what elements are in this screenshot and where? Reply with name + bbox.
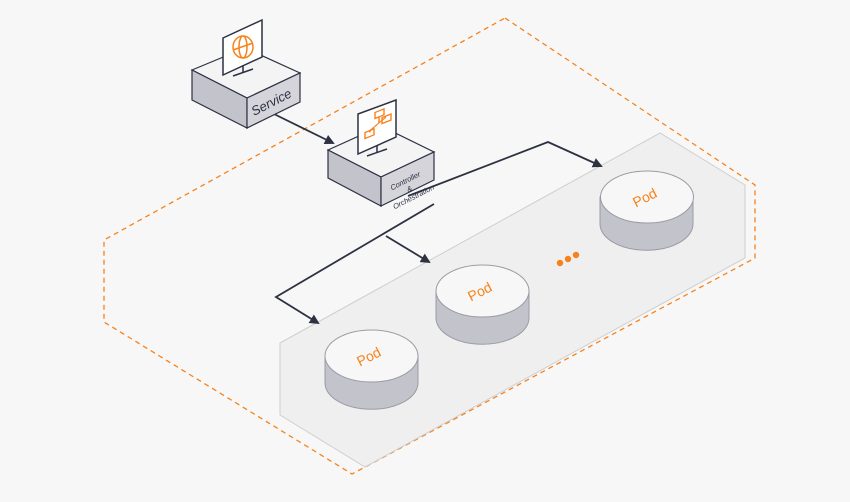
pod-3: Pod bbox=[599, 170, 694, 251]
hierarchy-icon bbox=[364, 107, 392, 140]
service-node: Service bbox=[190, 18, 302, 129]
pod-1: Pod bbox=[324, 329, 419, 410]
service-to-controller-arrow bbox=[273, 113, 335, 144]
controller-to-pod2-arrow bbox=[385, 235, 431, 264]
pod-2: Pod bbox=[435, 264, 530, 345]
controller-label-line2: & bbox=[405, 184, 414, 194]
globe-icon bbox=[232, 35, 254, 59]
monitor-icon bbox=[222, 18, 263, 77]
controller-to-pod3-arrow bbox=[407, 141, 603, 197]
cluster-boundary bbox=[103, 17, 756, 475]
controller-to-pod1-arrow bbox=[274, 203, 435, 325]
ellipsis-icon bbox=[556, 251, 580, 267]
monitor-icon bbox=[357, 98, 397, 157]
controller-node: Controller & Orchestration bbox=[326, 98, 436, 211]
connectors bbox=[273, 113, 603, 325]
